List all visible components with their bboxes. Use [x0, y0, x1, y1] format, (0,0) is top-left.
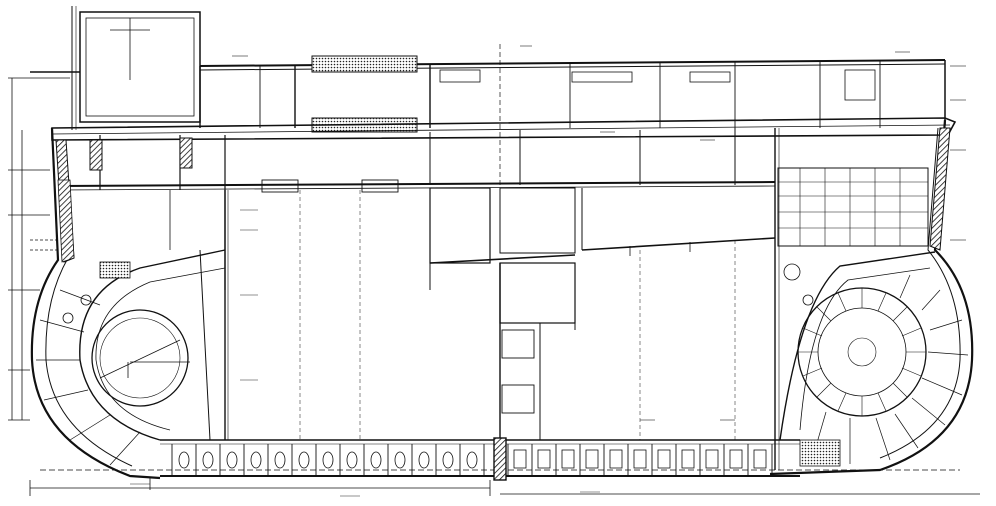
annotation-marks [130, 45, 966, 497]
longitudinal-bulkheads [299, 190, 736, 440]
uptake-casing [71, 6, 201, 130]
second-deck [59, 181, 776, 440]
main-deck [51, 117, 957, 290]
double-bottom-floors [160, 437, 800, 481]
starboard-bulge-framing [769, 119, 974, 476]
vertical-scale-left [8, 77, 70, 421]
port-bulge-framing [30, 127, 229, 480]
